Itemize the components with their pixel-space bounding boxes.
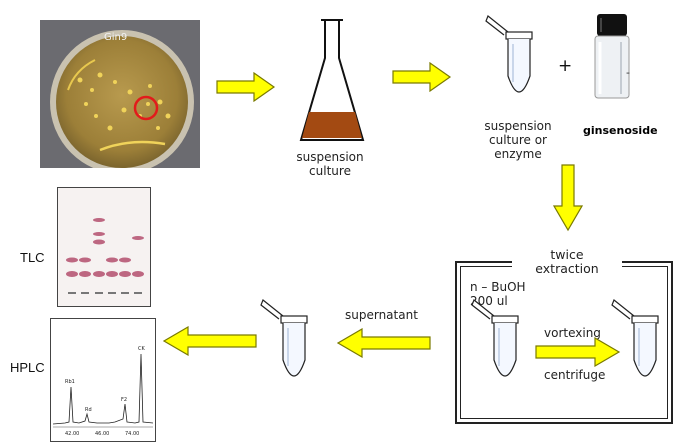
petri-dish-photo: Gin9 bbox=[40, 20, 200, 168]
vortexing-label: vortexing bbox=[544, 326, 601, 340]
plate-label: Gin9 bbox=[104, 32, 127, 43]
extraction-title: twice extraction bbox=[512, 248, 622, 276]
hplc-peak-1: Rb1 bbox=[65, 379, 75, 385]
arrow-right-2 bbox=[392, 62, 452, 92]
microtube-icon bbox=[485, 15, 533, 93]
extraction-tube-left-icon bbox=[471, 299, 519, 377]
centrifuge-label: centrifuge bbox=[544, 368, 606, 382]
tube-caption-line1: suspension bbox=[484, 119, 552, 133]
tlc-plate bbox=[57, 187, 151, 307]
hplc-axis-3: 74.00 bbox=[125, 431, 139, 437]
flask-caption-line2: culture bbox=[309, 164, 351, 178]
tube-caption-line3: enzyme bbox=[494, 147, 542, 161]
tlc-label: TLC bbox=[20, 250, 45, 265]
petri-dish-graphic: Gin9 bbox=[40, 20, 200, 168]
vial-icon bbox=[594, 14, 630, 99]
selected-colony-circle bbox=[133, 95, 159, 121]
tube-caption-line2: culture or bbox=[489, 133, 547, 147]
flask-caption-line1: suspension bbox=[296, 150, 364, 164]
extraction-title-line1: twice bbox=[550, 247, 584, 262]
culture-liquid bbox=[302, 112, 362, 138]
extraction-title-line2: extraction bbox=[535, 261, 599, 276]
supernatant-tube-icon bbox=[260, 299, 308, 377]
solvent-line1: n – BuOH bbox=[470, 280, 526, 294]
hplc-peak-4: CK bbox=[138, 346, 145, 352]
flask-caption: suspension culture bbox=[280, 150, 380, 178]
hplc-chromatogram: Rb1 Rd F2 CK 42.00 46.00 74.00 bbox=[50, 318, 156, 442]
arrow-down bbox=[553, 164, 583, 232]
vial-tick: - bbox=[626, 66, 630, 79]
arrow-right-1 bbox=[216, 72, 276, 102]
erlenmeyer-flask-icon bbox=[299, 19, 365, 141]
ginsenoside-label: ginsenoside bbox=[583, 124, 658, 137]
plus-sign: + bbox=[558, 56, 573, 76]
hplc-peak-2: Rd bbox=[85, 407, 92, 413]
tube-caption: suspension culture or enzyme bbox=[473, 119, 563, 161]
hplc-axis-1: 42.00 bbox=[65, 431, 79, 437]
hplc-peak-3: F2 bbox=[121, 397, 127, 403]
tlc-plate-graphic bbox=[66, 218, 144, 294]
hplc-label: HPLC bbox=[10, 360, 45, 375]
supernatant-label: supernatant bbox=[345, 308, 418, 322]
arrow-right-inner bbox=[535, 337, 621, 367]
arrow-left-1 bbox=[337, 328, 431, 358]
arrow-left-2 bbox=[163, 326, 257, 356]
hplc-chromatogram-graphic: Rb1 Rd F2 CK 42.00 46.00 74.00 bbox=[52, 346, 154, 437]
hplc-axis-2: 46.00 bbox=[95, 431, 109, 437]
extraction-tube-right-icon bbox=[611, 299, 659, 377]
